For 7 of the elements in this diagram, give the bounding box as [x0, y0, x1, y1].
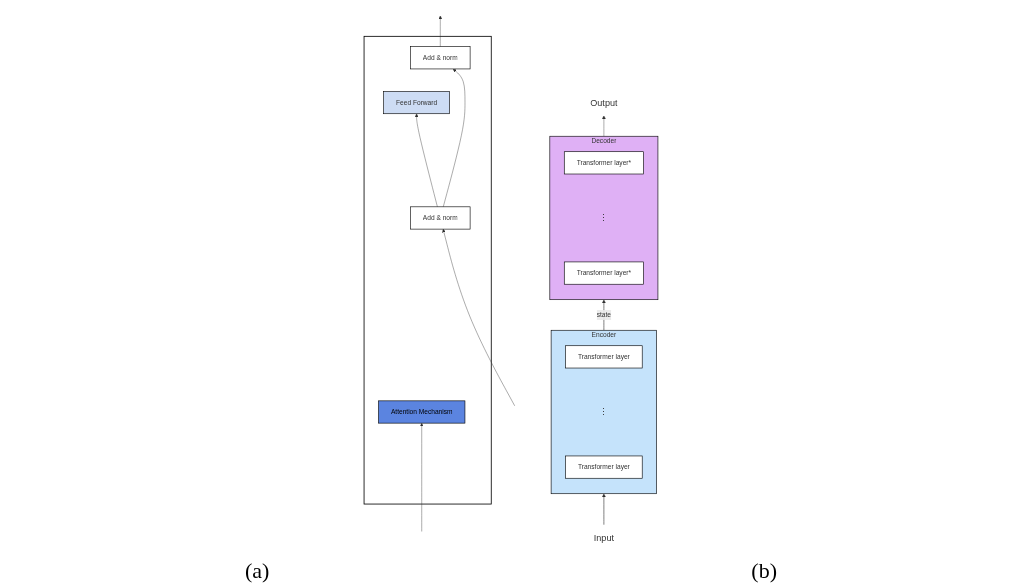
- panel-label: (b): [751, 558, 777, 584]
- node-text: Output: [590, 97, 618, 108]
- node-text: ⋮: [599, 406, 609, 418]
- node-text: ⋮: [599, 212, 609, 224]
- panel-label: (a): [244, 558, 270, 584]
- cluster: [363, 35, 492, 505]
- node-text: Input: [593, 532, 614, 543]
